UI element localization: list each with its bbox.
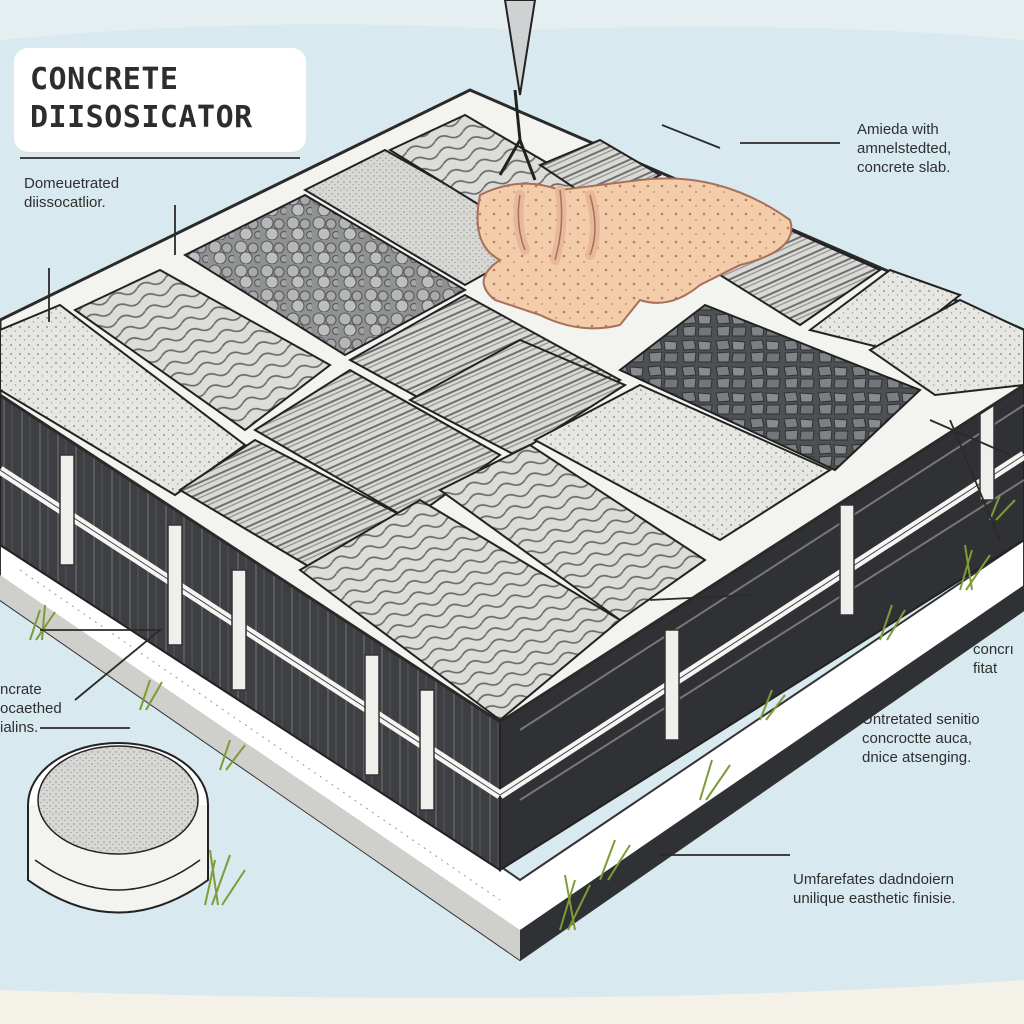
title-line-2: DIISOSICATOR <box>30 100 253 135</box>
label-right-mid: Untretated senitio concroctte auca, dnic… <box>862 710 980 767</box>
label-line: concrı <box>973 641 1014 658</box>
label-line: Amieda with <box>857 121 939 138</box>
label-line: ocaethed <box>0 700 62 717</box>
label-line: fitat <box>973 660 998 677</box>
label-top-left: Domeuetrated diissocatlior. <box>24 174 119 212</box>
label-left-cut: ncrate ocaethed ialins. <box>0 680 62 737</box>
label-line: ialins. <box>0 719 39 736</box>
label-right-cut: concrı fitat <box>973 640 1014 678</box>
label-line: dnice atsenging. <box>862 749 972 766</box>
label-line: unilique easthetic finisie. <box>793 890 956 907</box>
label-line: Untretated senitio <box>862 711 980 728</box>
label-line: concrete slab. <box>857 159 951 176</box>
label-line: Umfarefates dadndoiern <box>793 871 954 888</box>
label-line: ncrate <box>0 681 42 698</box>
label-top-right: Amieda with amnelstedted, concrete slab. <box>857 120 951 177</box>
label-line: diissocatlior. <box>24 194 106 211</box>
title-box: CONCRETE DIISOSICATOR <box>14 48 306 152</box>
label-bottom-right: Umfarefates dadndoiern unilique eastheti… <box>793 870 956 908</box>
label-line: Domeuetrated <box>24 175 120 192</box>
label-line: amnelstedted, <box>857 140 952 157</box>
title-line-1: CONCRETE <box>30 62 179 97</box>
label-line: concroctte auca, <box>862 730 973 747</box>
